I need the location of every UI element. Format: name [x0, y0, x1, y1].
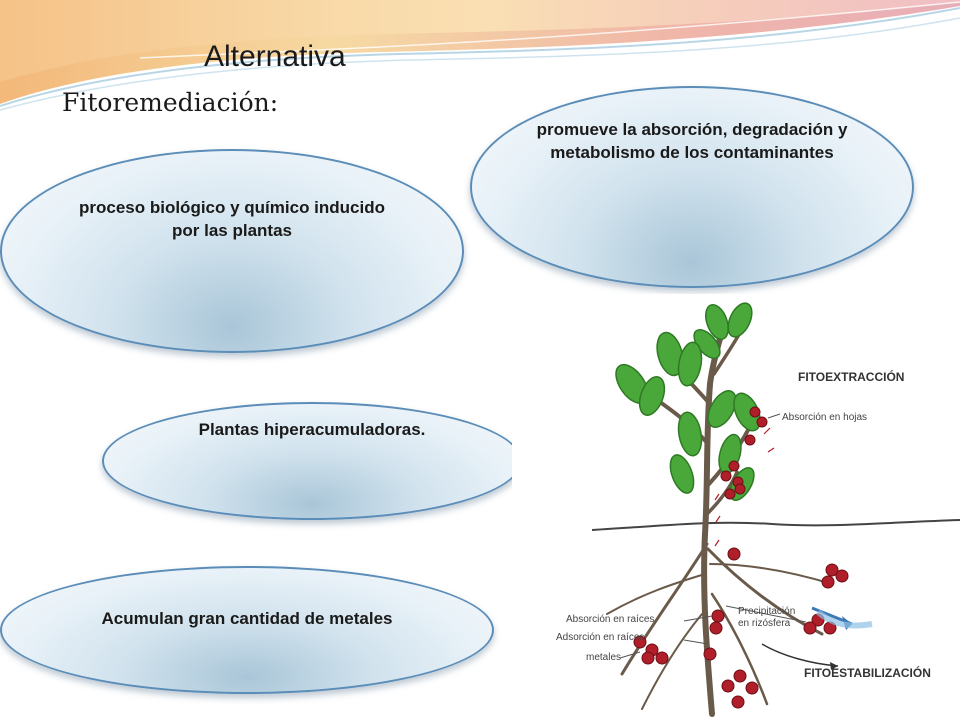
leaf: [727, 302, 753, 338]
fitoestabilizacion-arrow: [761, 643, 839, 667]
label-leader-lines: [619, 413, 807, 659]
plant-phytoremediation-figure: FITOEXTRACCIÓN Absorción en hojas Absorc…: [512, 294, 960, 720]
leaf: [638, 376, 666, 416]
metal-particle: [749, 406, 761, 418]
metal-particle: [821, 575, 835, 589]
metal-particle: [728, 460, 740, 472]
leaf: [656, 331, 684, 377]
metal-particle: [641, 651, 655, 665]
root: [710, 592, 769, 706]
metal-particles: [633, 406, 849, 709]
metal-particle: [633, 635, 647, 649]
metal-particle: [745, 681, 759, 695]
label-adsorcion-raices: Adsorción en raíces: [556, 632, 645, 643]
header-swoosh-decoration: [0, 0, 960, 111]
leaf: [705, 303, 729, 341]
metal-particle: [727, 547, 741, 561]
metal-particle: [709, 621, 723, 635]
oval-acumulan-metales: Acumulan gran cantidad de metales: [0, 566, 494, 694]
metal-particle: [835, 569, 849, 583]
label-fitoestabilizacion: FITOESTABILIZACIÓN: [804, 666, 931, 680]
leaf: [707, 390, 737, 428]
metal-particle: [721, 679, 735, 693]
metal-particle: [711, 609, 725, 623]
main-stem: [701, 321, 727, 717]
root: [620, 542, 709, 676]
root: [641, 613, 703, 710]
uptake-arrows: [714, 427, 775, 547]
metal-particle: [724, 488, 736, 500]
plant-illustration: [591, 302, 960, 717]
oval-plantas-text: Plantas hiperacumuladoras.: [198, 420, 426, 439]
label-absorcion-hojas: Absorción en hojas: [782, 412, 868, 423]
slide-subtitle: Fitoremediación:: [62, 88, 279, 117]
root: [606, 573, 706, 615]
metal-particle: [803, 621, 817, 635]
leaf-cluster: [615, 302, 761, 501]
slide-title: Alternativa: [204, 40, 346, 73]
oval-acumulan-text: Acumulan gran cantidad de metales: [101, 609, 393, 628]
leaf: [677, 411, 703, 457]
metal-particle: [703, 647, 717, 661]
metal-particle: [731, 695, 745, 709]
metal-particle: [756, 416, 768, 428]
oval-proceso-biologico: proceso biológico y químico inducido por…: [0, 149, 464, 353]
oval-plantas-hiperacumuladoras: Plantas hiperacumuladoras.: [102, 402, 522, 520]
label-absorcion-raices: Absorción en raíces: [566, 614, 655, 625]
metal-particle: [655, 651, 669, 665]
metal-particle: [744, 434, 756, 446]
oval-proceso-text: proceso biológico y químico inducido por…: [78, 198, 386, 240]
metal-particle: [720, 470, 732, 482]
leaf: [669, 454, 695, 494]
oval-promueve-text: promueve la absorción, degradación y met…: [536, 120, 848, 162]
root: [709, 563, 833, 585]
label-precipitacion: Precipitación: [738, 606, 796, 617]
leaf: [677, 341, 703, 387]
metal-particle: [733, 669, 747, 683]
metal-particle: [825, 563, 839, 577]
ground-line: [591, 519, 960, 531]
precipitation-arrow: [811, 606, 873, 630]
label-fitoextraccion: FITOEXTRACCIÓN: [798, 370, 905, 384]
metal-particle: [734, 483, 746, 495]
label-metales: metales: [586, 652, 622, 663]
oval-promueve-absorcion: promueve la absorción, degradación y met…: [470, 86, 914, 288]
label-en-rizosfera: en rizósfera: [738, 618, 791, 629]
